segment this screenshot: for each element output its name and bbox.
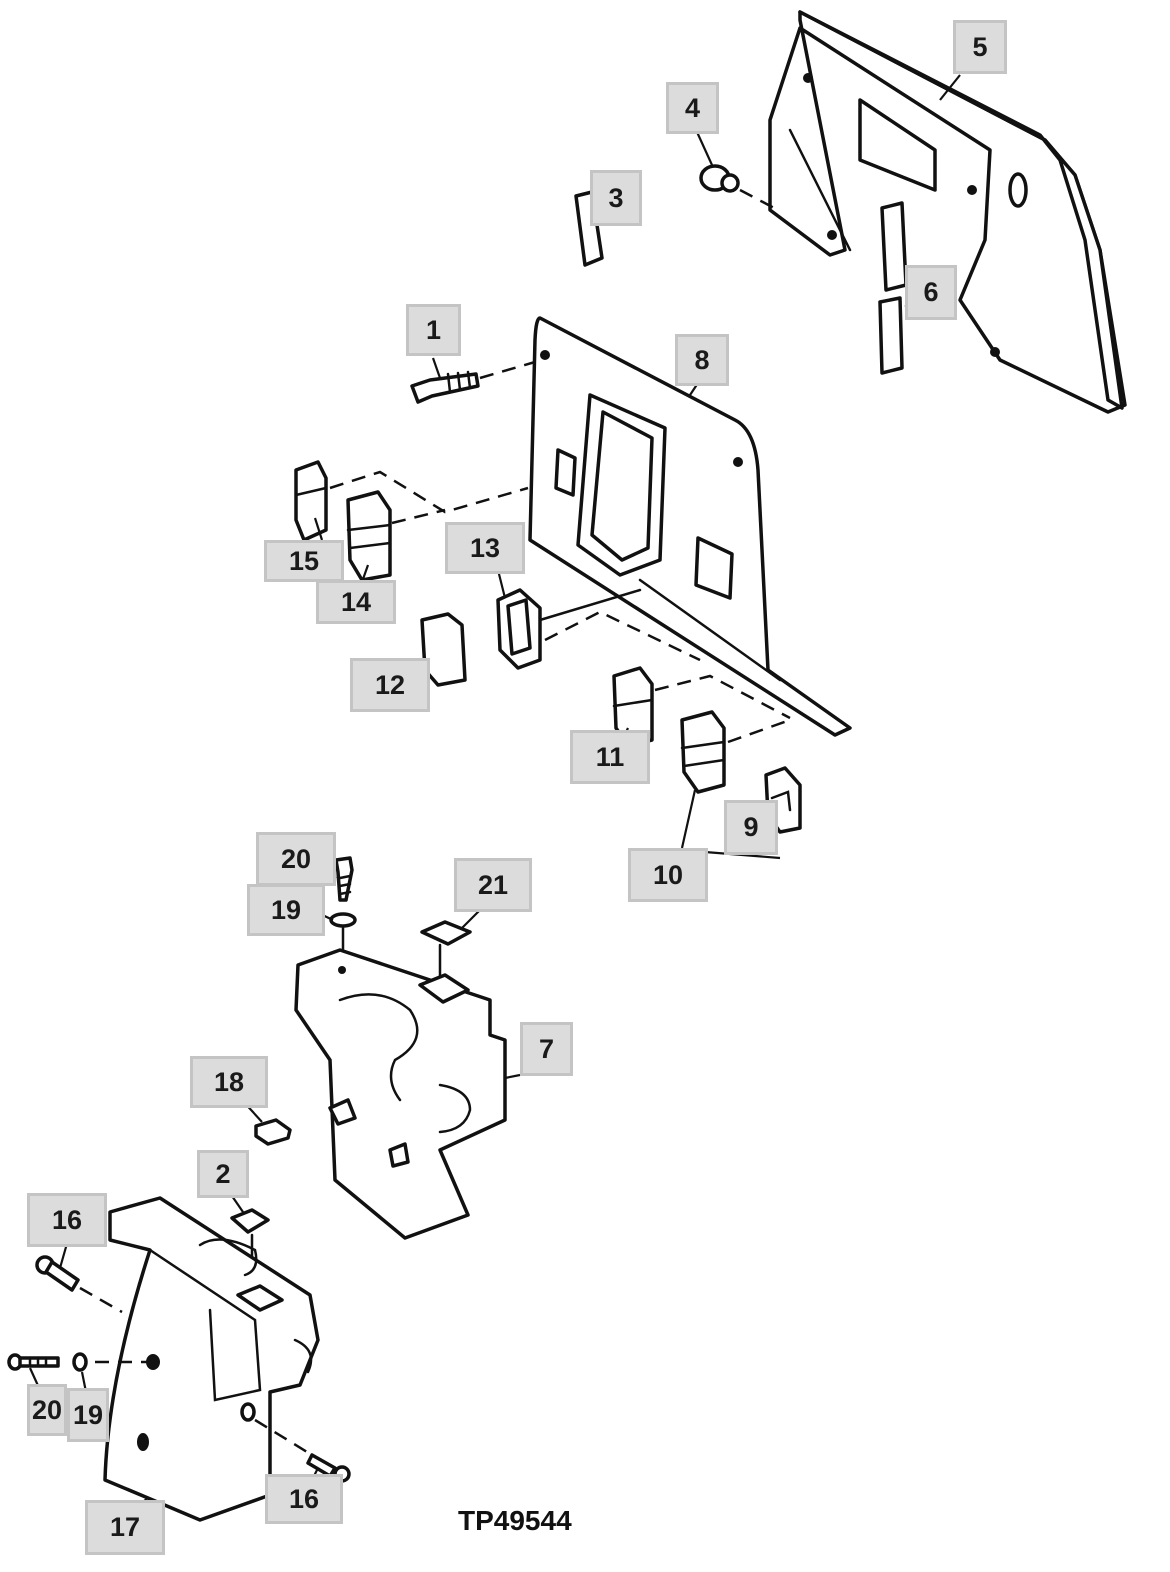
callout-16-lower: 16	[265, 1474, 343, 1524]
part-15-clip	[294, 460, 328, 542]
part-5-rear-panel	[768, 10, 1127, 414]
part-20-screw-upper	[334, 856, 354, 902]
figure-reference-code: TP49544	[458, 1505, 572, 1536]
callout-3: 3	[590, 170, 642, 226]
callout-13: 13	[445, 522, 525, 574]
callout-2: 2	[197, 1150, 249, 1198]
part-18-plug	[254, 1118, 292, 1146]
callout-19-upper: 19	[247, 884, 325, 936]
part-7-bracket	[294, 948, 507, 1240]
callout-15: 15	[264, 540, 344, 582]
part-14-clip	[346, 490, 392, 582]
callout-12: 12	[350, 658, 430, 712]
callout-19-lower: 19	[67, 1388, 109, 1442]
callout-18: 18	[190, 1056, 268, 1108]
callout-6: 6	[905, 265, 957, 320]
callout-7: 7	[520, 1022, 573, 1076]
part-4-knob	[699, 164, 779, 212]
callout-5: 5	[953, 20, 1007, 74]
callout-20-lower: 20	[27, 1384, 67, 1436]
callout-10: 10	[628, 848, 708, 902]
part-13-clip	[496, 588, 642, 670]
callout-20-upper: 20	[256, 832, 336, 886]
callout-9: 9	[724, 800, 778, 855]
part-11-clip	[612, 666, 654, 748]
part-10-clip	[680, 710, 726, 794]
callout-17: 17	[85, 1500, 165, 1555]
part-17-weight	[103, 1196, 320, 1522]
callout-16-upper: 16	[27, 1193, 107, 1247]
callout-1: 1	[406, 304, 461, 356]
callout-11: 11	[570, 730, 650, 784]
part-8-main-panel	[528, 316, 852, 737]
callout-21: 21	[454, 858, 532, 912]
callout-8: 8	[675, 334, 729, 386]
callout-4: 4	[666, 82, 719, 134]
part-1-bolt	[410, 360, 536, 404]
part-20-screw-lower	[7, 1353, 60, 1371]
part-3-strip	[574, 190, 604, 267]
callout-14: 14	[316, 580, 396, 624]
part-21-plate	[420, 920, 472, 987]
part-19-washer-lower	[72, 1352, 148, 1372]
part-16-bolt-upper	[35, 1255, 123, 1314]
